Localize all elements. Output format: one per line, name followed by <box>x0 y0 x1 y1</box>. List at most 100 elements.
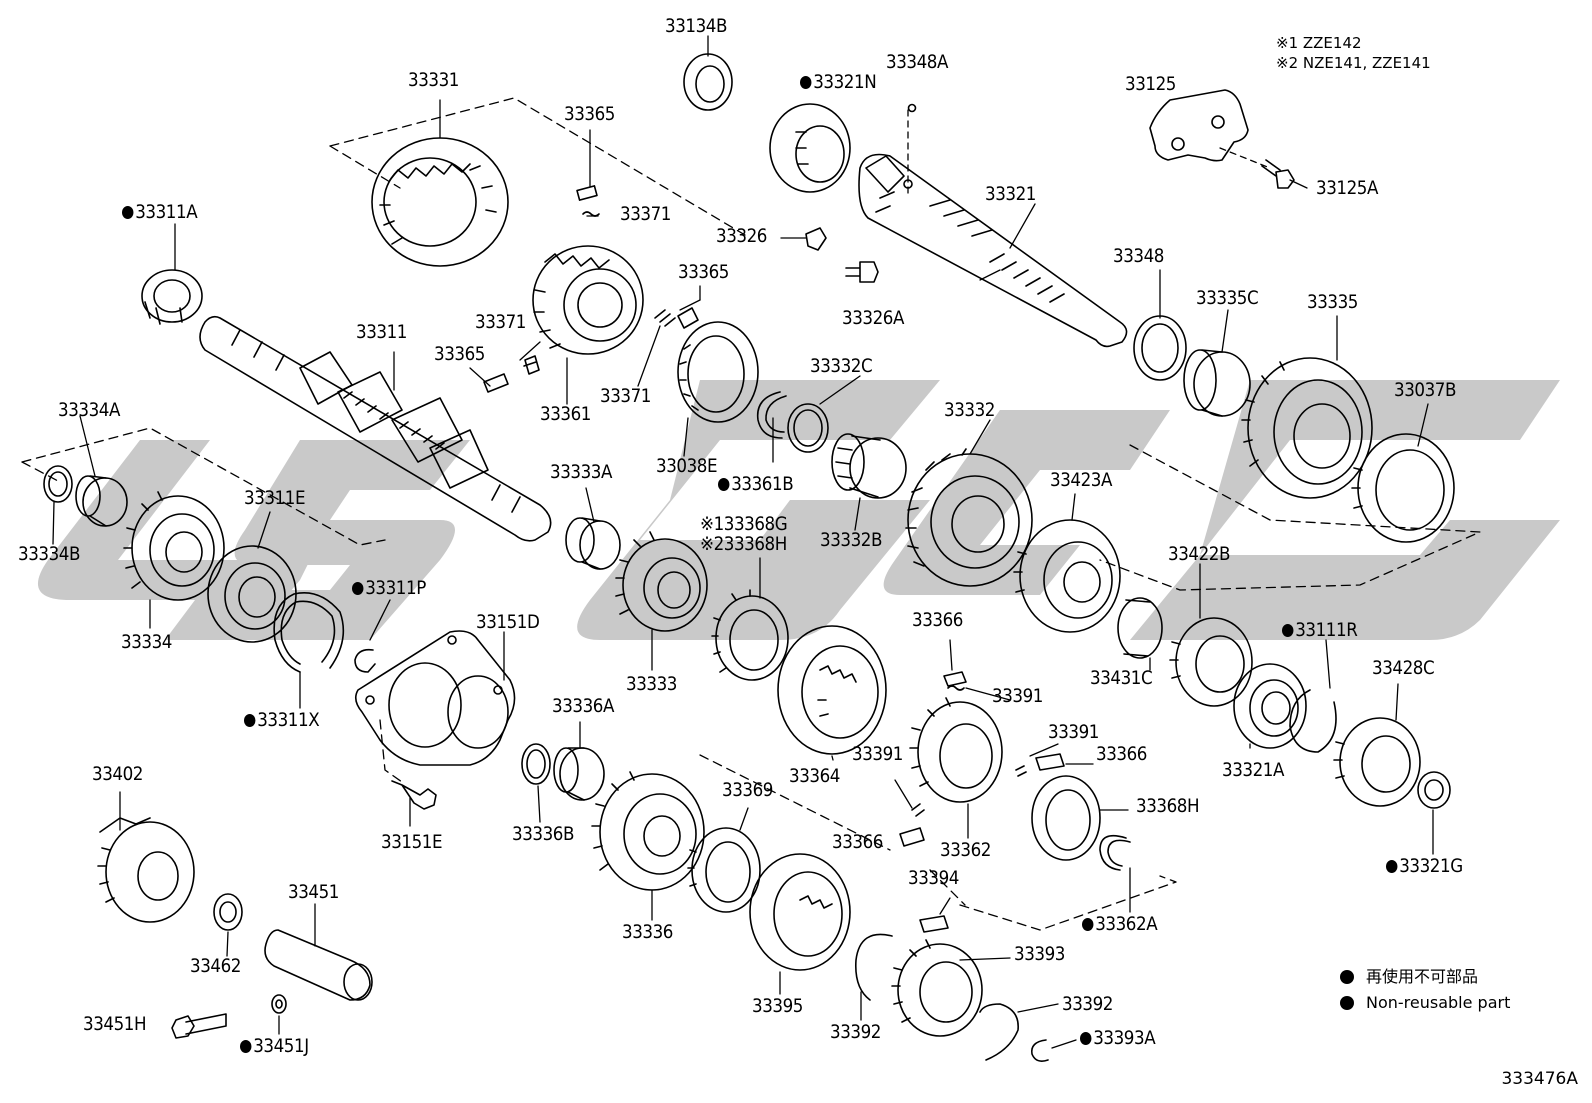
part-label[interactable]: 33311E <box>244 487 306 509</box>
gear-33333 <box>615 531 708 632</box>
part-label[interactable]: 33451H <box>83 1013 147 1035</box>
key-33366-low <box>899 803 925 847</box>
sleeve-33331 <box>371 137 509 267</box>
part-label[interactable]: 33326A <box>842 307 904 329</box>
ring-33037B <box>1351 433 1455 543</box>
sleeve-33431C <box>1117 597 1163 659</box>
nonreusable-dot-icon <box>1340 970 1354 984</box>
part-label[interactable]: ※233368H <box>700 533 787 555</box>
part-label[interactable]: 33365 <box>564 103 615 125</box>
part-label[interactable]: 33391 <box>1048 721 1099 743</box>
part-label[interactable]: 33423A <box>1050 469 1112 491</box>
part-label[interactable]: 33151E <box>381 831 443 853</box>
part-label[interactable]: 33334 <box>121 631 172 653</box>
part-label[interactable]: 33371 <box>600 385 651 407</box>
part-label[interactable]: 33369 <box>722 779 773 801</box>
part-label[interactable]: 33392 <box>830 1021 881 1043</box>
part-label[interactable]: 33395 <box>752 995 803 1017</box>
part-label[interactable]: 33331 <box>408 69 459 91</box>
nonreusable-dot-icon <box>122 206 134 219</box>
part-label[interactable]: 33321A <box>1222 759 1284 781</box>
plate-33151D <box>354 630 516 766</box>
part-label[interactable]: 33336A <box>552 695 614 717</box>
part-label[interactable]: 33392 <box>1062 993 1113 1015</box>
part-label[interactable]: 33364 <box>789 765 840 787</box>
part-label[interactable]: 33366 <box>832 831 883 853</box>
part-label[interactable]: 33451J <box>240 1036 309 1056</box>
part-label[interactable]: 33334A <box>58 399 120 421</box>
part-label[interactable]: 33333A <box>550 461 612 483</box>
part-label[interactable]: 33321N <box>800 72 877 92</box>
part-label[interactable]: 33371 <box>620 203 671 225</box>
bolt-33326A <box>845 261 879 283</box>
part-label[interactable]: 33348 <box>1113 245 1164 267</box>
bearing-33336A <box>553 747 605 801</box>
part-label[interactable]: 33125 <box>1125 73 1176 95</box>
part-label[interactable]: 33366 <box>912 609 963 631</box>
part-label[interactable]: 33365 <box>678 261 729 283</box>
part-label[interactable]: 33362A <box>1082 914 1158 934</box>
nonreusable-dot-icon <box>244 714 256 727</box>
nonreusable-dot-icon <box>1082 918 1094 931</box>
part-label[interactable]: 33335C <box>1196 287 1259 309</box>
part-label[interactable]: 33428C <box>1372 657 1435 679</box>
part-label[interactable]: 33321G <box>1386 856 1463 876</box>
part-label[interactable]: 33151D <box>476 611 540 633</box>
model-note-2: ※2 NZE141, ZZE141 <box>1276 54 1431 72</box>
part-label[interactable]: 33311X <box>244 710 320 730</box>
part-label[interactable]: 33394 <box>908 867 959 889</box>
part-label[interactable]: 33365 <box>434 343 485 365</box>
part-label[interactable]: 33371 <box>475 311 526 333</box>
part-label[interactable]: 33462 <box>190 955 241 977</box>
part-label[interactable]: 33326 <box>716 225 767 247</box>
part-label[interactable]: 33335 <box>1307 291 1358 313</box>
part-label[interactable]: 33391 <box>852 743 903 765</box>
part-label[interactable]: 33393 <box>1014 943 1065 965</box>
shaft-33451 <box>264 929 373 1001</box>
part-label[interactable]: 33311P <box>352 578 426 598</box>
snap-ring-33362A <box>1099 834 1131 871</box>
part-label[interactable]: 33333 <box>626 673 677 695</box>
nut-33321G <box>1417 771 1451 809</box>
key-33366-top <box>943 671 967 691</box>
part-label[interactable]: 33334B <box>18 543 81 565</box>
part-label[interactable]: 33311A <box>122 202 198 222</box>
dashed-boundaries <box>21 97 1481 931</box>
part-label[interactable]: 33332 <box>944 399 995 421</box>
part-label[interactable]: 33336 <box>622 921 673 943</box>
part-label[interactable]: 33451 <box>288 881 339 903</box>
part-label[interactable]: 33037B <box>1394 379 1457 401</box>
plate-33326 <box>805 227 827 251</box>
part-label[interactable]: 33393A <box>1080 1028 1156 1048</box>
snap-ring-33392a <box>854 933 893 1001</box>
part-label[interactable]: 33368H <box>1136 795 1200 817</box>
part-label[interactable]: 33402 <box>92 763 143 785</box>
washer-33332C <box>787 403 829 453</box>
part-label[interactable]: 33311 <box>356 321 407 343</box>
legend-en: Non-reusable part <box>1340 994 1510 1012</box>
part-label[interactable]: 33332B <box>820 529 883 551</box>
part-label[interactable]: 33134B <box>665 15 728 37</box>
part-label[interactable]: 33321 <box>985 183 1036 205</box>
part-label[interactable]: 33362 <box>940 839 991 861</box>
output-shaft-33321 <box>858 103 1128 348</box>
part-label[interactable]: 33361B <box>718 474 794 494</box>
part-label[interactable]: 33332C <box>810 355 873 377</box>
part-label[interactable]: 33348A <box>886 51 948 73</box>
part-label[interactable]: 33125A <box>1316 177 1378 199</box>
part-label[interactable]: 33431C <box>1090 667 1153 689</box>
part-label[interactable]: 33422B <box>1168 543 1231 565</box>
part-label[interactable]: 33391 <box>992 685 1043 707</box>
part-label[interactable]: 33366 <box>1096 743 1147 765</box>
part-label[interactable]: 33361 <box>540 403 591 425</box>
nonreusable-dot-icon <box>1080 1032 1092 1045</box>
key-33366-right <box>1015 753 1065 777</box>
part-label[interactable]: 33111R <box>1282 620 1358 640</box>
part-label[interactable]: 33038E <box>656 455 718 477</box>
bolt-33151E <box>391 780 437 810</box>
bearing-33321N <box>769 103 851 193</box>
part-label[interactable]: 33336B <box>512 823 575 845</box>
part-label[interactable]: ※133368G <box>700 513 788 535</box>
input-shaft-33311 <box>199 315 552 542</box>
